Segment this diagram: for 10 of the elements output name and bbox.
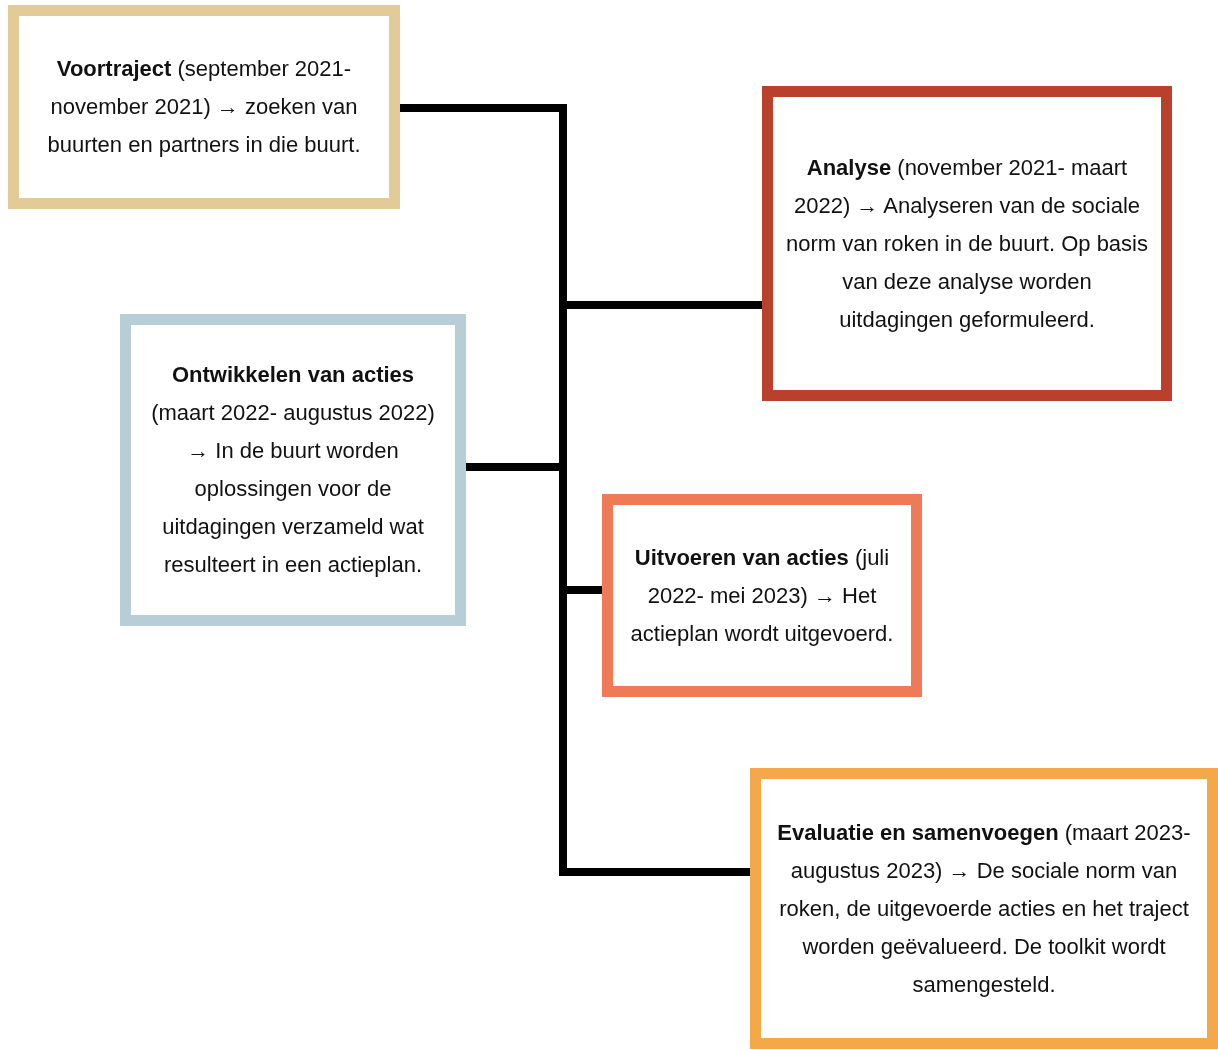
phase-description: Voortraject (september 2021- november 2021) → zoeken van buurten en partners in die buurt. bbox=[46, 55, 362, 159]
phase-box bbox=[602, 494, 922, 697]
phase-box bbox=[8, 5, 400, 209]
phase-description: Uitvoeren van acties (juli 2022- mei 2023) → Het actieplan wordt uitgevoerd. bbox=[629, 543, 895, 648]
phase-description: Ontwikkelen van acties (maart 2022- augustus 2022) → In de buurt worden oplossingen voor de uitdagingen verzameld wat resulteert in een actieplan. bbox=[150, 361, 436, 579]
phase-box bbox=[762, 86, 1172, 401]
phase-box bbox=[750, 768, 1218, 1049]
phase-description: Analyse (november 2021- maart 2022) → Analyseren van de sociale norm van roken in de buurt. Op basis van deze analyse worden uitdagingen geformuleerd. bbox=[785, 153, 1149, 334]
phase-description: Evaluatie en samenvoegen (maart 2023- augustus 2023) → De sociale norm van roken, de uitgevoerde acties en het traject worden geëvalueerd. De toolkit wordt samengesteld. bbox=[776, 818, 1192, 999]
phase-box bbox=[120, 314, 466, 626]
